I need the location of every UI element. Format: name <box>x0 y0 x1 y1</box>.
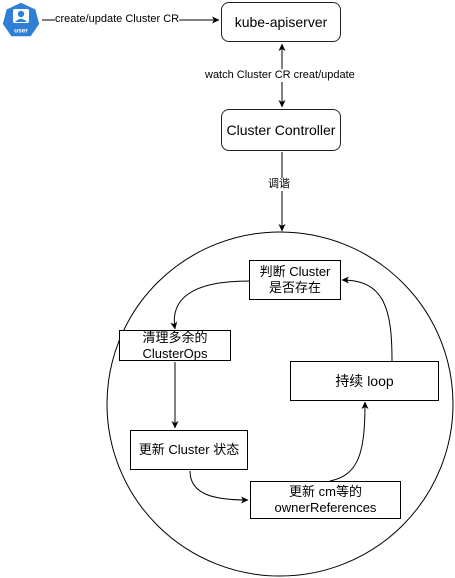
node-update-cluster-status: 更新 Cluster 状态 <box>130 430 248 470</box>
node-judge-cluster-exists: 判断 Cluster 是否存在 <box>249 260 341 300</box>
node-kube-apiserver: kube-apiserver <box>221 2 341 42</box>
edge-label-reconcile: 调谐 <box>268 178 290 191</box>
edge-label-create-update: create/update Cluster CR <box>55 13 180 26</box>
user-icon-label: user <box>14 28 28 35</box>
node-cleanup-clusterops: 清理多余的 ClusterOps <box>119 330 231 361</box>
edge-cm-to-loop <box>329 401 369 482</box>
reconcile-loop-circle <box>106 231 454 577</box>
node-continuous-loop: 持续 loop <box>290 361 439 401</box>
user-icon <box>1 1 41 38</box>
edge-status-to-cm <box>189 470 249 504</box>
edge-judge-to-cleanup <box>170 280 250 330</box>
edge-loop-to-judge <box>341 276 393 362</box>
edge-label-watch: watch Cluster CR creat/update <box>205 69 355 82</box>
node-cluster-controller: Cluster Controller <box>221 109 341 151</box>
node-update-cm-ownerrefs: 更新 cm等的 ownerReferences <box>250 481 401 519</box>
